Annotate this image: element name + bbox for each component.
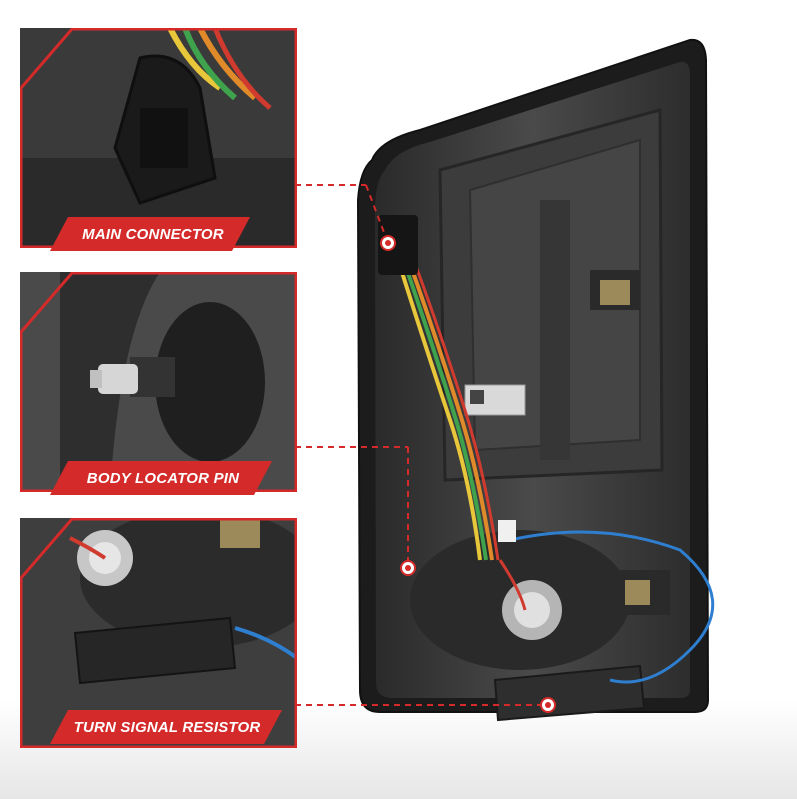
callout-panel-main-connector — [20, 28, 297, 248]
label-background — [50, 710, 282, 744]
callout-panel-body-locator-pin — [20, 272, 297, 492]
turn-signal-resistor-label: TURN SIGNAL RESISTOR — [73, 718, 261, 736]
label-background — [50, 461, 272, 495]
body-locator-pin-label: BODY LOCATOR PIN — [86, 469, 240, 487]
main-connector-label: MAIN CONNECTOR — [82, 225, 224, 243]
label-background — [50, 217, 250, 251]
